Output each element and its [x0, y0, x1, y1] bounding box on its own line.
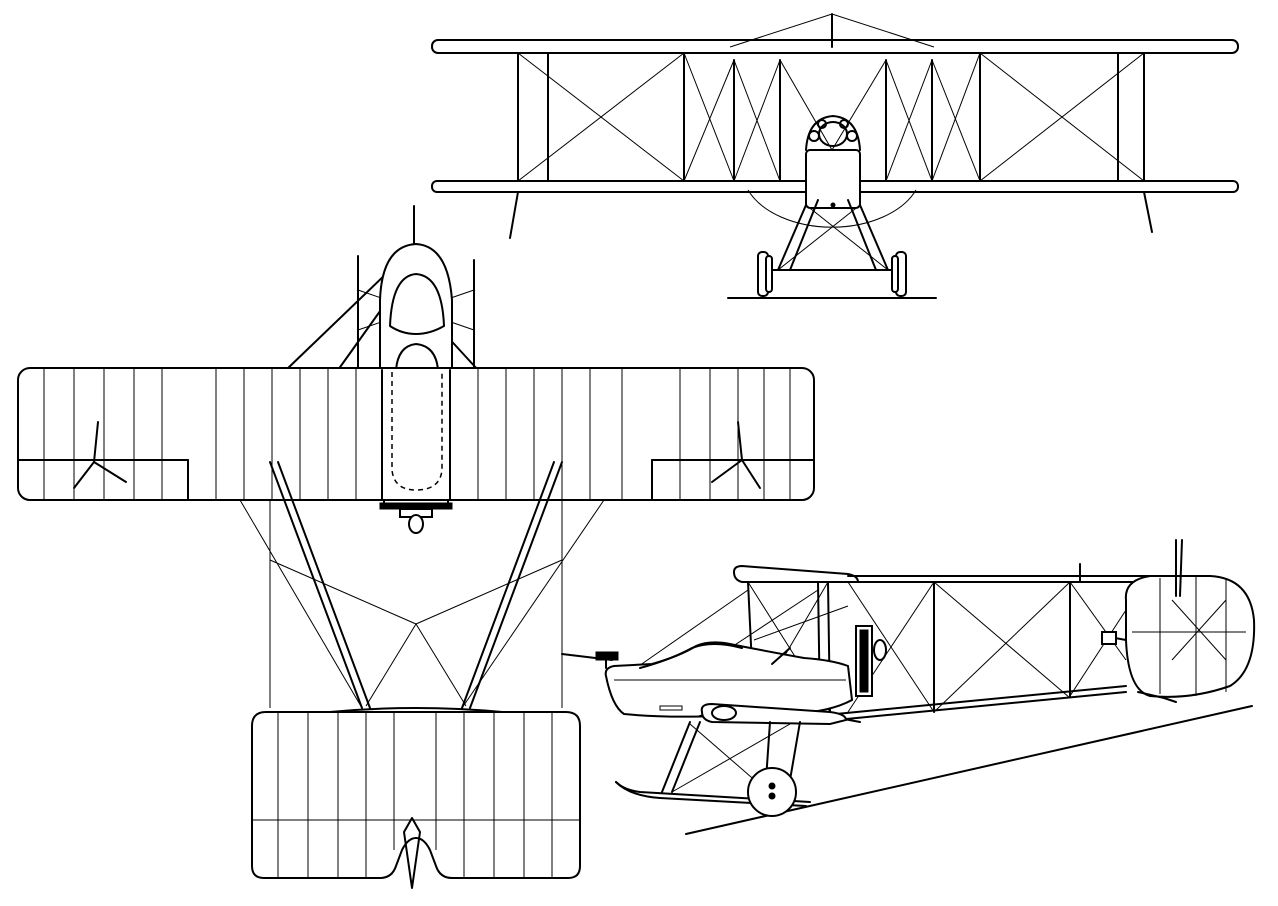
- top-view: [17, 205, 815, 889]
- wing-ribs: [43, 368, 791, 500]
- front-view: [431, 13, 1239, 299]
- tailplane-ribs: [277, 712, 553, 878]
- side-view: [561, 539, 1256, 835]
